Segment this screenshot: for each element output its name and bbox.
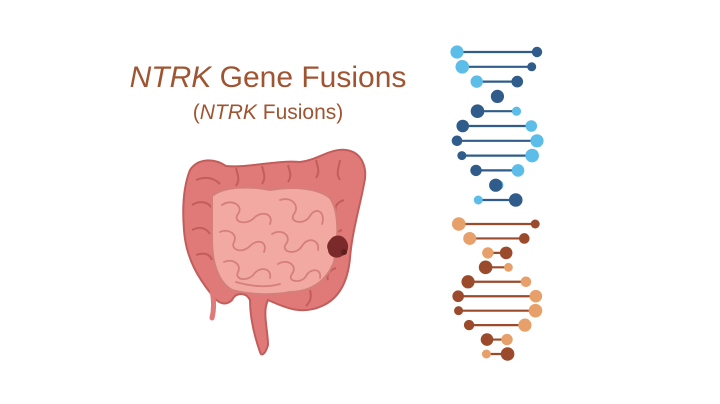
dna-base-left [451, 217, 466, 231]
dna-helix-blue-icon [450, 45, 544, 207]
small-intestine [211, 186, 339, 296]
dna-base-right [454, 306, 464, 316]
dna-base-left [504, 262, 513, 272]
dna-base-left [501, 333, 513, 346]
slide-title: NTRK Gene Fusions (NTRK Fusions) [118, 58, 418, 128]
dna-base-left [529, 289, 543, 303]
dna-base-right [452, 290, 464, 303]
dna-base-right [461, 275, 475, 289]
dna-base-left [473, 195, 483, 205]
dna-base-right [463, 319, 475, 331]
tumor-detail [341, 249, 347, 255]
dna-base-right [478, 260, 493, 275]
dna-base-right [531, 46, 543, 58]
title-sub-open: ( [192, 101, 200, 124]
title-sub-italic: NTRK [199, 101, 257, 124]
dna-base-right [451, 135, 463, 147]
dna-base-right [500, 347, 515, 361]
dna-base-right [470, 164, 482, 177]
dna-base-left [482, 247, 494, 259]
dna-base-left [470, 75, 483, 88]
dna-helix-orange-icon [451, 217, 543, 361]
title-main-italic: NTRK [129, 61, 212, 94]
dna-base-left [450, 45, 464, 59]
title-main: NTRK Gene Fusions [118, 58, 418, 98]
title-main-rest: Gene Fusions [211, 61, 407, 94]
title-sub: (NTRK Fusions) [118, 98, 418, 128]
dna-base-left [518, 318, 532, 332]
title-sub-rest: Fusions) [256, 101, 344, 124]
dna-base-right [499, 246, 513, 260]
dna-base-right [508, 193, 523, 207]
dna-base-left [455, 60, 470, 74]
dna-base-left [525, 148, 539, 163]
dna-base-right [457, 151, 467, 161]
dna-base-right [470, 104, 485, 118]
dna-base-right [527, 62, 537, 72]
dna-base-right [456, 119, 470, 133]
dna-base-left [463, 231, 477, 245]
appendix [209, 287, 216, 321]
dna-base-left [511, 164, 525, 177]
dna-base-left [520, 276, 532, 288]
dna-base-left [481, 349, 491, 359]
dna-base-right [490, 89, 505, 103]
dna-base-right [511, 75, 524, 88]
dna-base-left [525, 120, 538, 132]
dna-base-right [518, 233, 530, 244]
dna-base-left [511, 106, 522, 116]
dna-base-left [530, 134, 544, 148]
dna-base-right [489, 178, 503, 192]
dna-base-right [530, 219, 540, 229]
dna-base-left [528, 303, 543, 318]
dna-base-right [480, 333, 494, 346]
intestine-coils [219, 198, 324, 288]
